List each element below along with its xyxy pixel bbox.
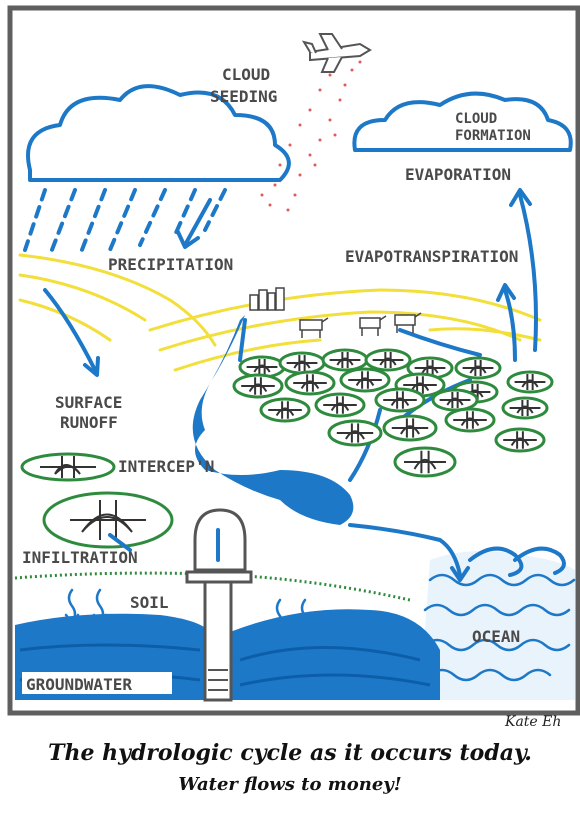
dollar-coin-icon [501,396,549,420]
hills [18,253,542,372]
drawing-frame [7,5,580,716]
label-surface-runoff-1: SURFACE [55,393,122,412]
dollar-coin-icon [314,392,366,418]
label-evapotranspiration: EVAPOTRANSPIRATION [345,247,518,266]
wave-crest-right [513,546,566,575]
dollar-coin-icon [327,419,383,447]
label-interception: INTERCEP'N [118,457,214,476]
rain-cloud-icon [26,84,291,182]
dollar-coin-icon [364,348,412,372]
river-to-ocean [348,523,462,577]
airplane-icon [301,33,372,73]
rain [23,188,227,257]
dollar-coin-icon [374,387,426,413]
dollar-coin-icon [431,388,479,412]
label-infiltration: INFILTRATION [22,548,138,567]
label-cloud-formation-1: CLOUD [455,111,497,127]
interception-coin-large [42,491,174,549]
well-pump-icon [185,508,253,702]
river [192,315,354,525]
label-soil: SOIL [130,593,169,612]
dollar-coin-icon [232,373,284,399]
cow-icon [299,312,422,338]
dollar-coin-icon [444,407,496,433]
seeding-particles [260,60,362,212]
infiltration-arrows [64,588,313,636]
formation-cloud-icon [352,91,573,152]
dollar-coin-icon [494,427,546,453]
dollar-coin-icon [321,348,369,372]
evapotranspiration-arrow [503,288,517,362]
label-cloud-seeding-2: SEEDING [210,87,277,106]
dollar-coin-icon [259,397,311,423]
dollar-coin-icon [278,351,326,375]
city-icon [249,287,285,311]
label-evaporation: EVAPORATION [405,165,511,184]
artist-signature: Kate Eh [504,714,561,730]
label-ocean: OCEAN [472,627,520,646]
precipitation-arrow [183,198,212,247]
caption-line-2: Water flows to money! [178,774,401,795]
label-surface-runoff-2: RUNOFF [60,413,118,432]
label-groundwater: GROUNDWATER [26,675,132,694]
label-cloud-seeding-1: CLOUD [222,65,270,84]
label-cloud-formation-2: FORMATION [455,128,531,144]
money-field [232,348,554,478]
dollar-coin-icon [382,414,438,442]
caption-line-1: The hydrologic cycle as it occurs today. [48,740,532,766]
evaporation-arrow [518,193,538,352]
dollar-coin-icon [393,446,457,478]
dollar-coin-icon [454,356,502,380]
dollar-coin-icon [339,367,391,393]
dollar-coin-icon [506,370,554,394]
label-precipitation: PRECIPITATION [108,255,233,274]
interception-coin [20,452,116,482]
wave-crest-left [468,546,524,577]
dollar-coin-icon [284,370,336,396]
runoff-arrow [43,288,97,372]
ocean-area [420,546,576,700]
